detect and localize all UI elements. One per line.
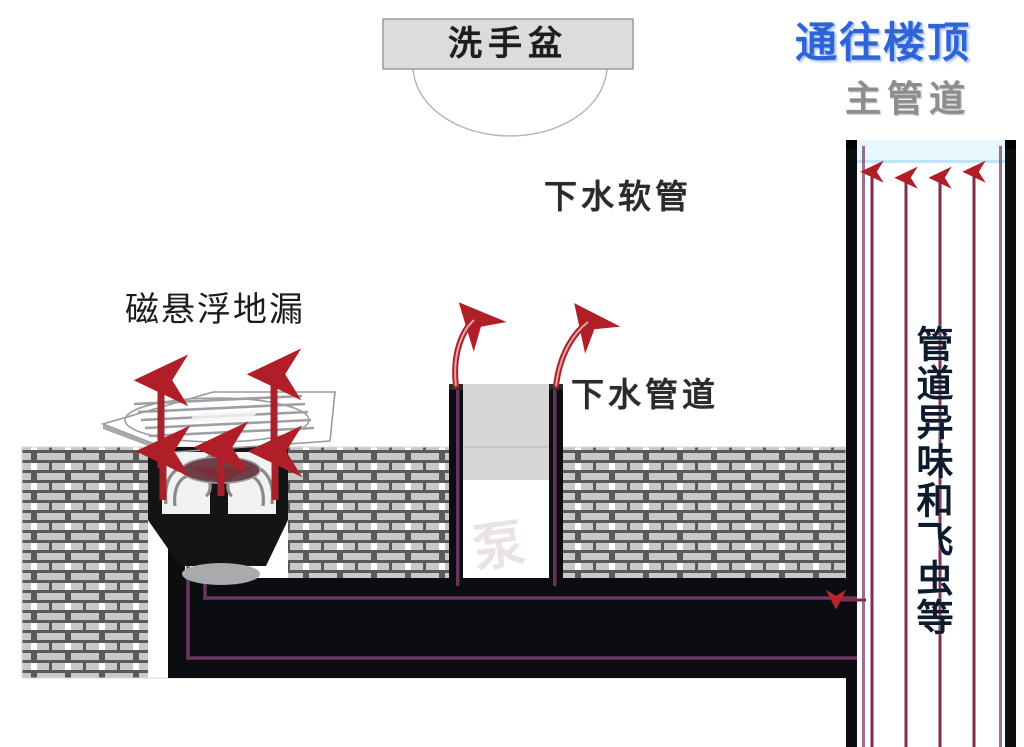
sink-basin xyxy=(412,65,608,137)
odor-insects-label: 管道异味和飞虫等 xyxy=(910,325,953,637)
drain-hose-label: 下水软管 xyxy=(544,177,692,216)
main-pipe-label: 主管道 xyxy=(845,79,972,120)
stack-up-arrows-lower xyxy=(870,420,976,747)
drain-hose xyxy=(488,132,576,525)
sink-label-box xyxy=(382,18,634,70)
drain-pipe-label: 下水管道 xyxy=(571,375,719,414)
drainpipe-escape-arrows-inner xyxy=(454,319,589,387)
main-vertical-stack xyxy=(846,140,1016,747)
drain-inner-up-arrows xyxy=(135,421,303,500)
floor-drain-label: 磁悬浮地漏 xyxy=(125,290,305,330)
sink-label: 洗手盆 xyxy=(448,24,568,64)
stack-up-arrows xyxy=(860,160,986,420)
floor-drain-grate xyxy=(100,391,336,456)
to-roof-label: 通往楼顶 xyxy=(795,18,972,67)
